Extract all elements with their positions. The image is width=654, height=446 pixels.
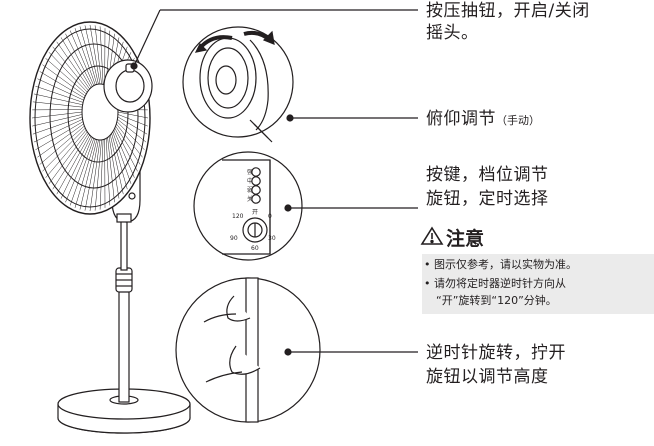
- warning-note-1: • 图示仅参考，请以实物为准。: [424, 258, 577, 271]
- guard-spoke: [52, 133, 89, 190]
- guard-spoke: [108, 136, 120, 199]
- guard-spoke: [114, 127, 138, 172]
- guard-spoke: [65, 137, 93, 203]
- oscillation-label-1: 按压抽钮，开启/关闭: [426, 1, 590, 21]
- oscillation-label-2: 摇头。: [426, 23, 479, 43]
- warning-notes-box: [422, 254, 654, 314]
- motor-housing: [103, 59, 153, 113]
- callout-controls: [193, 151, 303, 261]
- guard-spoke: [31, 111, 83, 119]
- btn-label-weak: 弱: [247, 187, 253, 194]
- guard-spoke: [74, 28, 96, 86]
- btn-label-strong: 强: [247, 169, 253, 176]
- timer-on-label: 开: [252, 209, 258, 216]
- guard-spoke: [56, 41, 90, 90]
- guard-spoke: [111, 133, 128, 190]
- guard-spoke: [45, 58, 87, 95]
- warning-note-2: • 请勿将定时器逆时针方向从: [424, 277, 566, 290]
- guard-spoke: [94, 139, 102, 211]
- guard-spoke: [74, 138, 96, 208]
- guard-spoke: [116, 123, 143, 158]
- guard-spoke: [79, 139, 98, 210]
- guard-spoke: [94, 25, 102, 85]
- btn-label-off: 关: [247, 195, 253, 203]
- controls-label-2: 旋钮，定时选择: [426, 189, 549, 209]
- guard-spoke: [84, 25, 99, 85]
- fan-pole: [115, 219, 133, 403]
- guard-spoke: [116, 121, 145, 150]
- guard-spoke: [56, 134, 90, 195]
- guard-spoke: [105, 138, 111, 206]
- guard-spoke: [39, 125, 85, 165]
- guard-spoke: [48, 131, 88, 184]
- guard-spoke: [48, 52, 88, 93]
- btn-label-mid: 中: [247, 177, 253, 185]
- guard-spoke: [33, 119, 83, 143]
- warning-title: 注意: [446, 228, 485, 250]
- timer-60-label: 60: [251, 245, 259, 252]
- tilt-label: 俯仰调节（手动）: [426, 108, 540, 132]
- control-panel-text: 强 中 弱 关 开 120 0 90 30 60: [230, 169, 276, 252]
- timer-0-label: 0: [268, 213, 272, 220]
- guard-spoke: [37, 78, 84, 101]
- guard-spoke: [99, 26, 104, 85]
- guard-spoke: [89, 24, 101, 85]
- guard-spoke: [69, 30, 95, 86]
- guard-spoke: [117, 114, 148, 127]
- guard-spoke: [45, 129, 87, 178]
- guard-spoke: [32, 116, 83, 135]
- guard-spoke: [89, 139, 101, 212]
- guard-spoke: [113, 129, 135, 178]
- guard-spoke: [110, 134, 124, 195]
- timer-120-label: 120: [232, 213, 244, 220]
- guard-spoke: [115, 125, 141, 165]
- guard-spoke: [42, 64, 86, 97]
- height-label-2: 旋钮以调节高度: [426, 367, 549, 387]
- tilt-label-note: （手动）: [496, 114, 540, 127]
- guard-spoke: [65, 33, 93, 87]
- guard-spoke: [117, 119, 147, 143]
- guard-spoke: [117, 116, 148, 135]
- guard-spoke: [35, 121, 84, 151]
- warning-icon: [420, 226, 444, 245]
- guard-spoke: [32, 114, 83, 127]
- guard-spoke: [117, 111, 149, 119]
- guard-spoke: [32, 101, 83, 108]
- guard-spoke: [39, 71, 85, 99]
- guard-spoke: [60, 136, 92, 199]
- guard-spoke: [107, 137, 115, 203]
- height-label-1: 逆时针旋转，拧开: [426, 343, 566, 363]
- callout-oscillation: [182, 26, 294, 143]
- guard-spoke: [52, 46, 89, 91]
- guard-spoke: [37, 123, 84, 158]
- guard-spoke: [60, 37, 92, 88]
- guard-spoke: [112, 131, 132, 184]
- guard-spoke: [35, 85, 84, 103]
- tilt-label-text: 俯仰调节: [426, 109, 496, 129]
- controls-label-1: 按键，档位调节: [426, 165, 549, 185]
- timer-90-label: 90: [230, 235, 238, 242]
- guard-spoke: [42, 127, 86, 172]
- callout-height: [175, 277, 321, 423]
- guard-spoke: [79, 26, 98, 85]
- guard-spoke: [84, 139, 99, 211]
- guard-spoke: [69, 138, 95, 206]
- warning-note-3: “开”旋转到“120”分钟。: [436, 294, 557, 307]
- leader-lines: [130, 9, 418, 356]
- guard-spoke: [99, 139, 104, 210]
- guard-spoke: [33, 93, 83, 105]
- fan-base: [57, 388, 191, 434]
- timer-30-label: 30: [268, 235, 276, 242]
